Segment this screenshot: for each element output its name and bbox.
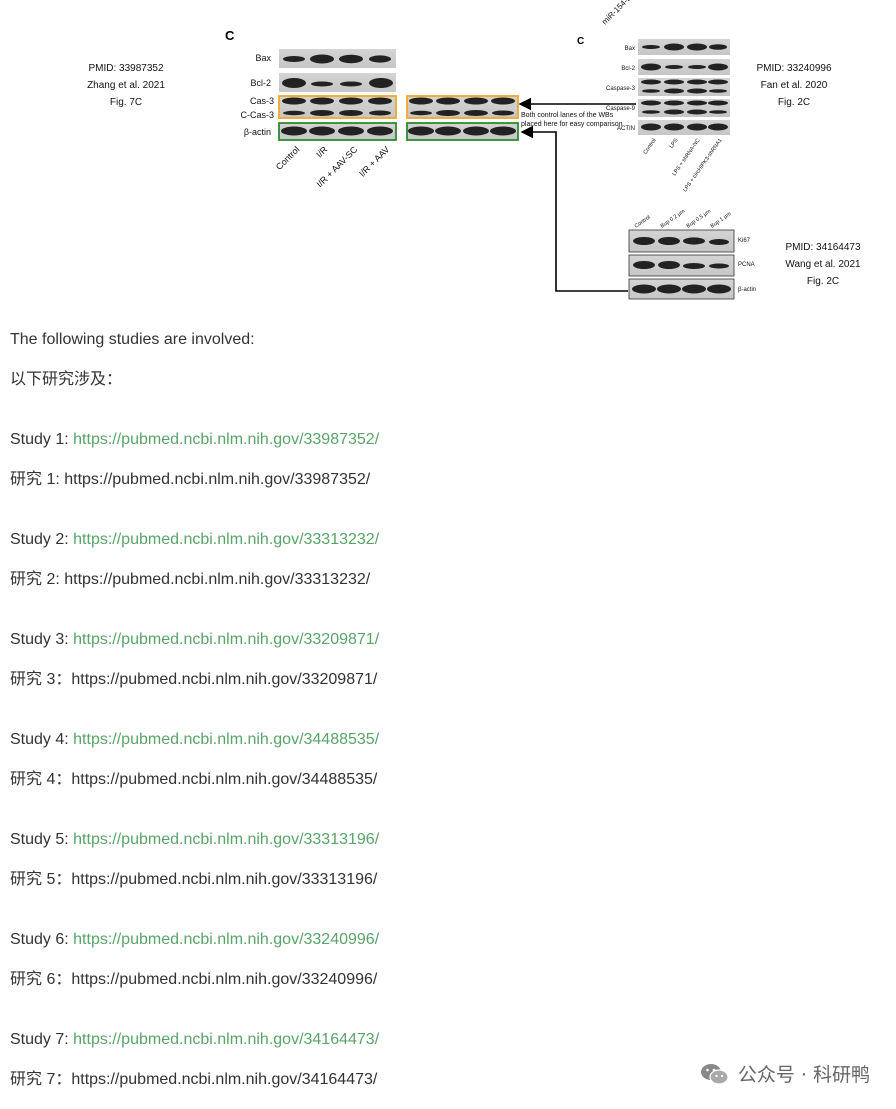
study-list: Study 1: https://pubmed.ncbi.nlm.nih.gov… xyxy=(10,428,870,1092)
green-highlight-box-left xyxy=(278,122,397,141)
caption-line: PMID: 33240996 xyxy=(756,63,832,74)
study-chinese-line: 研究 7：https://pubmed.ncbi.nlm.nih.gov/341… xyxy=(10,1071,378,1088)
wang-lane-label: Bup 0.2 μm xyxy=(660,208,687,229)
blot-strip-cas3 xyxy=(279,96,396,118)
fan-strip-caspase9 xyxy=(638,99,730,117)
fan-strip-caspase3 xyxy=(638,78,730,96)
left-row-label: β-actin xyxy=(244,127,271,137)
caption-zhang: PMID: 33987352 Zhang et al. 2021 Fig. 7C xyxy=(66,60,186,111)
wang-lane-label: Bup 0.5 μm xyxy=(686,208,713,229)
right-top-label: miR-154-5p xyxy=(600,0,636,26)
study-entry: Study 2: https://pubmed.ncbi.nlm.nih.gov… xyxy=(10,528,870,592)
study-entry: Study 4: https://pubmed.ncbi.nlm.nih.gov… xyxy=(10,728,870,792)
left-lane-label: I/R + AAV xyxy=(357,144,391,178)
comparison-note-line: placed here for easy comparison xyxy=(521,121,623,128)
comparison-strip-cas3 xyxy=(407,96,518,118)
wang-lane-label: Control xyxy=(634,215,652,230)
arrow-to-actin xyxy=(520,125,628,292)
study-label: Study 4: xyxy=(10,731,74,748)
study-label: Study 6: xyxy=(10,931,74,948)
study-entry: Study 3: https://pubmed.ncbi.nlm.nih.gov… xyxy=(10,628,870,692)
intro-english: The following studies are involved: xyxy=(10,331,255,348)
caption-line: Fig. 2C xyxy=(777,97,811,108)
right-top-panel-letter: C xyxy=(577,36,584,47)
wang-row-label: β-actin xyxy=(738,287,756,293)
study-link[interactable]: https://pubmed.ncbi.nlm.nih.gov/34164473… xyxy=(73,1031,380,1048)
caption-wang: PMID: 34164473 Wang et al. 2021 Fig. 2C xyxy=(773,239,873,290)
study-entry: Study 6: https://pubmed.ncbi.nlm.nih.gov… xyxy=(10,928,870,992)
left-lane-label: Control xyxy=(274,144,302,172)
study-link[interactable]: https://pubmed.ncbi.nlm.nih.gov/33987352… xyxy=(73,431,380,448)
study-chinese-line: 研究 2: https://pubmed.ncbi.nlm.nih.gov/33… xyxy=(10,571,371,588)
study-chinese-line: 研究 3：https://pubmed.ncbi.nlm.nih.gov/332… xyxy=(10,671,378,688)
study-link[interactable]: https://pubmed.ncbi.nlm.nih.gov/33313232… xyxy=(73,531,380,548)
study-entry: Study 5: https://pubmed.ncbi.nlm.nih.gov… xyxy=(10,828,870,892)
wang-strip-pcna xyxy=(628,254,735,277)
study-label: Study 7: xyxy=(10,1031,74,1048)
left-row-label: Cas-3 xyxy=(250,96,274,106)
fan-row-label: Caspase-3 xyxy=(606,86,636,92)
study-entry: Study 1: https://pubmed.ncbi.nlm.nih.gov… xyxy=(10,428,870,492)
intro-chinese: 以下研究涉及： xyxy=(10,371,123,388)
wang-lane-label: Bup 1 μm xyxy=(710,211,733,230)
study-link[interactable]: https://pubmed.ncbi.nlm.nih.gov/33313196… xyxy=(73,831,380,848)
orange-highlight-box-middle xyxy=(406,95,519,119)
figure-graphics: C Bax Bcl-2 Cas- xyxy=(225,0,756,300)
study-chinese-line: 研究 6：https://pubmed.ncbi.nlm.nih.gov/332… xyxy=(10,971,378,988)
study-chinese-line: 研究 5：https://pubmed.ncbi.nlm.nih.gov/333… xyxy=(10,871,378,888)
green-highlight-box-middle xyxy=(406,122,519,141)
left-panel-letter: C xyxy=(225,28,235,43)
study-label: Study 3: xyxy=(10,631,74,648)
wang-strip-actin xyxy=(628,278,735,300)
left-row-label: C-Cas-3 xyxy=(240,110,274,120)
caption-line: Wang et al. 2021 xyxy=(785,259,861,270)
wang-row-label: PCNA xyxy=(738,262,755,268)
wechat-icon xyxy=(700,1063,729,1085)
comparison-note-line: Both control lanes of the WBs xyxy=(521,112,614,119)
left-lane-label: I/R xyxy=(314,144,330,160)
caption-line: Fig. 2C xyxy=(806,276,840,287)
caption-line: PMID: 34164473 xyxy=(785,242,861,253)
fan-lane-label: LPS xyxy=(669,137,680,149)
study-entry: Study 7: https://pubmed.ncbi.nlm.nih.gov… xyxy=(10,1028,870,1092)
study-label: Study 1: xyxy=(10,431,74,448)
fan-lane-label: LPS + circHIPK3-shRNA1 xyxy=(682,138,723,193)
caption-line: PMID: 33987352 xyxy=(88,63,164,74)
fan-strip-bcl2 xyxy=(638,59,730,75)
study-chinese-line: 研究 4：https://pubmed.ncbi.nlm.nih.gov/344… xyxy=(10,771,378,788)
watermark: 公众号 · 科研鸭 xyxy=(700,1060,870,1087)
watermark-text: 公众号 · 科研鸭 xyxy=(737,1064,870,1086)
fan-row-label: ACTIN xyxy=(617,126,635,132)
article-body: The following studies are involved: 以下研究… xyxy=(10,328,870,1092)
fan-row-label: Bcl-2 xyxy=(621,66,635,72)
study-chinese-line: 研究 1: https://pubmed.ncbi.nlm.nih.gov/33… xyxy=(10,471,371,488)
study-link[interactable]: https://pubmed.ncbi.nlm.nih.gov/33240996… xyxy=(73,931,380,948)
caption-line: Fig. 7C xyxy=(109,97,143,108)
fan-row-label: Caspase-9 xyxy=(606,106,636,112)
study-label: Study 2: xyxy=(10,531,74,548)
fan-row-label: Bax xyxy=(625,46,635,52)
blot-strip-actin xyxy=(279,123,396,140)
wang-strip-ki67 xyxy=(628,229,735,253)
study-label: Study 5: xyxy=(10,831,74,848)
orange-highlight-box-left xyxy=(278,95,397,119)
caption-line: Fan et al. 2020 xyxy=(760,80,828,91)
caption-fan: PMID: 33240996 Fan et al. 2020 Fig. 2C xyxy=(744,60,844,111)
study-link[interactable]: https://pubmed.ncbi.nlm.nih.gov/34488535… xyxy=(73,731,380,748)
wang-row-label: Ki67 xyxy=(738,238,751,244)
study-link[interactable]: https://pubmed.ncbi.nlm.nih.gov/33209871… xyxy=(73,631,380,648)
western-blot-figure: C Bax Bcl-2 Cas- xyxy=(0,0,896,305)
caption-line: Zhang et al. 2021 xyxy=(87,80,165,91)
fan-strip-actin xyxy=(638,120,730,135)
fan-lane-label: Control xyxy=(643,138,658,156)
comparison-strip-actin xyxy=(407,123,518,140)
left-row-label: Bax xyxy=(255,53,271,63)
blot-strip-bcl2 xyxy=(279,73,396,92)
left-row-label: Bcl-2 xyxy=(250,78,271,88)
blot-strip-bax xyxy=(279,49,396,68)
